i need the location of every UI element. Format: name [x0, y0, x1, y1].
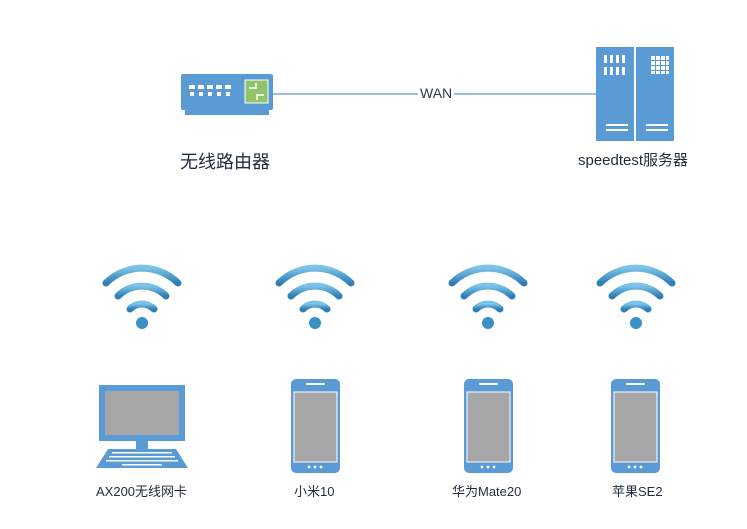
router-icon: [181, 74, 273, 115]
phone-icon-huawei: [464, 379, 513, 473]
wifi-icon-4: [600, 268, 672, 329]
device-label-apple: 苹果SE2: [612, 484, 663, 499]
device-label-laptop: AX200无线网卡: [96, 484, 188, 499]
device-label-huawei: 华为Mate20: [452, 484, 522, 499]
wifi-icon-3: [452, 268, 524, 329]
server-icon: [596, 47, 674, 141]
phone-icon-apple: [611, 379, 660, 473]
laptop-icon: [96, 385, 188, 468]
wifi-icon-2: [279, 268, 351, 329]
phone-icon-xiaomi: [291, 379, 340, 473]
wifi-icon-1: [106, 268, 178, 329]
device-label-xiaomi: 小米10: [294, 484, 335, 499]
router-label: 无线路由器: [180, 152, 270, 172]
server-label: speedtest服务器: [578, 152, 689, 169]
wan-link-label: WAN: [418, 85, 455, 101]
